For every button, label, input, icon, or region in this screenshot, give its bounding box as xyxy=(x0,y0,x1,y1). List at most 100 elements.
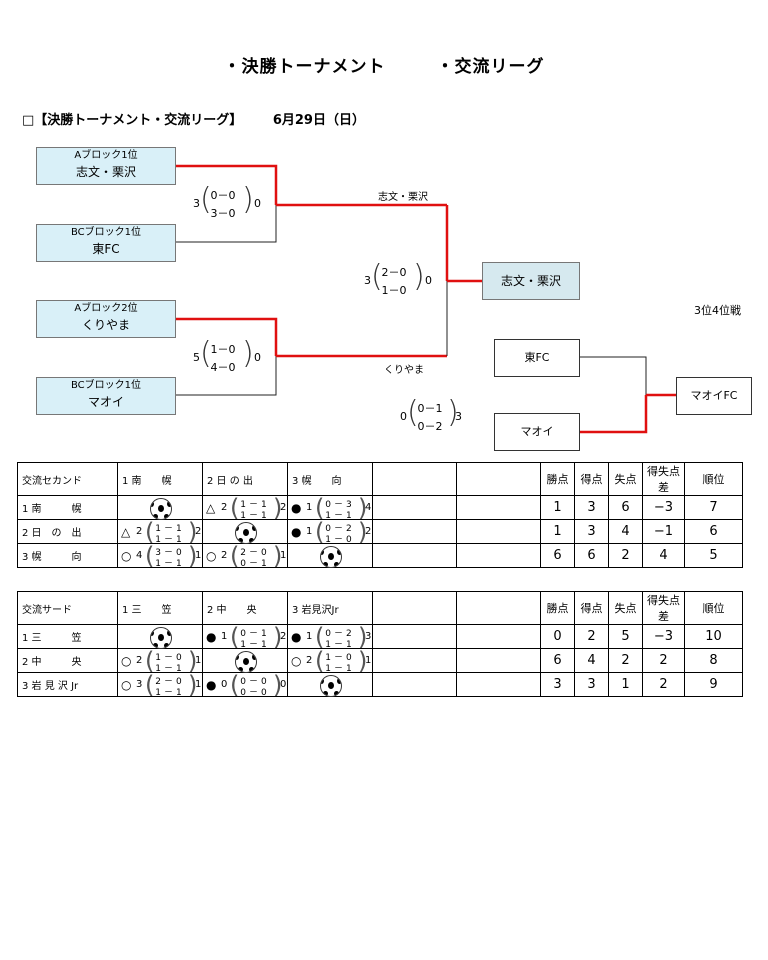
empty-cell xyxy=(372,624,457,649)
stat-value: 3 xyxy=(540,672,575,697)
empty-cell xyxy=(372,591,457,625)
row-team: 3 幌 向 xyxy=(17,543,118,568)
soccer-ball-icon xyxy=(150,627,172,649)
paren-left: ( xyxy=(407,395,419,430)
result-mark: ○ xyxy=(206,549,217,563)
empty-cell xyxy=(372,519,457,544)
paren-left: ( xyxy=(315,494,325,522)
champion-name: 志文・栗沢 xyxy=(500,274,561,288)
row-team: 1 南 幌 xyxy=(17,495,118,520)
score-half-2: 3－0 xyxy=(210,207,236,220)
empty-cell xyxy=(372,495,457,520)
score-total-right: 0 xyxy=(425,274,432,287)
score-total-left: 0 xyxy=(400,410,407,423)
score-right: 2 xyxy=(365,526,372,537)
team-name: 東FC xyxy=(524,351,550,364)
paren-right: ) xyxy=(188,647,198,675)
team-name: 志文・栗沢 xyxy=(75,165,136,179)
paren-left: ( xyxy=(145,518,155,546)
score-right: 2 xyxy=(280,502,287,513)
stat-value: 7 xyxy=(684,495,743,520)
stat-value: 2 xyxy=(608,543,643,568)
score-half-2: 1－1 xyxy=(155,688,185,698)
team-name: くりやま xyxy=(81,318,130,332)
score-half-2: 1－1 xyxy=(325,511,355,521)
bracket-lines xyxy=(176,164,676,434)
paren-right: ) xyxy=(188,542,198,570)
paren-left: ( xyxy=(230,542,240,570)
paren-right: ) xyxy=(358,647,368,675)
stat-value: 1 xyxy=(608,672,643,697)
score-left: 2 xyxy=(306,655,313,666)
score-half-2: 4－0 xyxy=(210,361,236,374)
score-total-right: 0 xyxy=(254,197,261,210)
empty-cell xyxy=(372,672,457,697)
team-name: 東FC xyxy=(92,242,120,256)
result-mark: ○ xyxy=(291,654,302,668)
stat-value: 2 xyxy=(608,648,643,673)
stat-value: 6 xyxy=(540,648,575,673)
stat-value: −1 xyxy=(642,519,685,544)
team-seed: BCブロック1位 xyxy=(70,227,142,238)
score-half-1: 0－2 xyxy=(325,629,355,639)
stat-header: 得失点差 xyxy=(642,462,685,496)
third-winner-box: マオイFC xyxy=(676,377,752,415)
column-team: 2 中 央 xyxy=(202,591,288,625)
score-right: 1 xyxy=(195,655,202,666)
stat-header: 得点 xyxy=(574,591,609,625)
stat-value: 5 xyxy=(684,543,743,568)
column-team: 1 南 幌 xyxy=(117,462,203,496)
league-name: 交流セカンド xyxy=(17,462,118,496)
score-half-2: 1－0 xyxy=(381,284,407,297)
result-mark: ○ xyxy=(121,654,132,668)
match-cell xyxy=(287,672,373,697)
bracket-team-2: BCブロック1位 東FC xyxy=(36,224,176,262)
paren-left: ( xyxy=(145,647,155,675)
third-score: 0 ( 0－1 0－2 ) 3 xyxy=(400,395,470,437)
stat-header: 得失点差 xyxy=(642,591,685,625)
stat-header: 得点 xyxy=(574,462,609,496)
paren-right: ) xyxy=(242,336,254,371)
score-half-1: 0－2 xyxy=(325,524,355,534)
paren-left: ( xyxy=(371,259,383,294)
row-team: 2 日 の 出 xyxy=(17,519,118,544)
title-tournament: ・決勝トーナメント xyxy=(223,57,386,77)
result-mark: △ xyxy=(121,525,131,539)
empty-cell xyxy=(456,672,541,697)
match-cell xyxy=(117,495,203,520)
result-mark: ○ xyxy=(121,678,132,692)
empty-cell xyxy=(456,648,541,673)
stat-header: 順位 xyxy=(684,591,743,625)
score-half-2: 1－1 xyxy=(325,640,355,650)
third-team-b-box: マオイ xyxy=(494,413,580,451)
soccer-ball-icon xyxy=(235,522,257,544)
semi2-winner-label: くりやま xyxy=(384,365,424,376)
soccer-ball-icon xyxy=(150,498,172,520)
paren-right: ) xyxy=(188,671,198,699)
score-total-right: 0 xyxy=(254,351,261,364)
paren-left: ( xyxy=(230,623,240,651)
score-right: 2 xyxy=(280,631,287,642)
result-mark: ● xyxy=(291,501,302,515)
match-cell xyxy=(202,519,288,544)
score-half-1: 0－3 xyxy=(325,500,355,510)
stat-value: −3 xyxy=(642,624,685,649)
score-left: 2 xyxy=(221,502,228,513)
stat-value: 8 xyxy=(684,648,743,673)
result-mark: ● xyxy=(291,630,302,644)
score-half-1: 1－1 xyxy=(240,500,270,510)
score-half-1: 0－1 xyxy=(240,629,270,639)
stat-value: 6 xyxy=(574,543,609,568)
score-right: 3 xyxy=(365,631,372,642)
score-right: 2 xyxy=(195,526,202,537)
league-name: 交流サード xyxy=(17,591,118,625)
team-seed: Aブロック2位 xyxy=(74,303,138,314)
